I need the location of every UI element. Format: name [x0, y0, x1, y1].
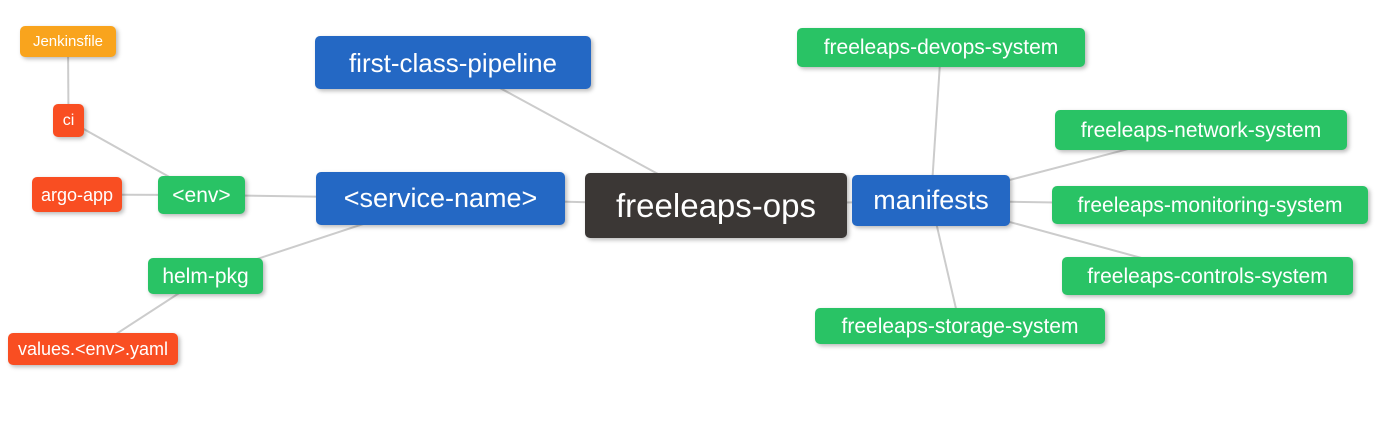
node-label: helm-pkg — [162, 264, 249, 288]
node-label: freeleaps-ops — [616, 187, 816, 224]
node-argo-app[interactable]: argo-app — [32, 177, 122, 212]
node-label: <env> — [172, 183, 231, 207]
node-storage-system[interactable]: freeleaps-storage-system — [815, 308, 1105, 344]
node-ci[interactable]: ci — [53, 104, 84, 137]
node-service-name[interactable]: <service-name> — [316, 172, 565, 225]
node-label: <service-name> — [343, 183, 538, 213]
node-label: first-class-pipeline — [348, 47, 558, 78]
node-helm-pkg[interactable]: helm-pkg — [148, 258, 263, 294]
node-manifests[interactable]: manifests — [852, 175, 1010, 226]
node-devops-system[interactable]: freeleaps-devops-system — [797, 28, 1085, 67]
node-label: values.<env>.yaml — [17, 339, 169, 359]
node-jenkinsfile[interactable]: Jenkinsfile — [20, 26, 116, 57]
node-network-system[interactable]: freeleaps-network-system — [1055, 110, 1347, 150]
node-label: freeleaps-network-system — [1080, 118, 1322, 142]
node-freeleaps-ops[interactable]: freeleaps-ops — [585, 173, 847, 238]
node-controls-system[interactable]: freeleaps-controls-system — [1062, 257, 1353, 295]
node-env[interactable]: <env> — [158, 176, 245, 214]
node-label: freeleaps-devops-system — [823, 36, 1059, 59]
node-label: manifests — [873, 185, 989, 215]
node-monitoring-system[interactable]: freeleaps-monitoring-system — [1052, 186, 1368, 224]
node-label: freeleaps-storage-system — [841, 314, 1079, 338]
node-label: freeleaps-controls-system — [1087, 264, 1328, 288]
node-label: ci — [62, 111, 75, 129]
node-label: freeleaps-monitoring-system — [1077, 193, 1343, 217]
node-values-env-yaml[interactable]: values.<env>.yaml — [8, 333, 178, 365]
node-first-class-pipeline[interactable]: first-class-pipeline — [315, 36, 591, 89]
node-label: argo-app — [40, 184, 114, 205]
node-label: Jenkinsfile — [32, 33, 104, 50]
